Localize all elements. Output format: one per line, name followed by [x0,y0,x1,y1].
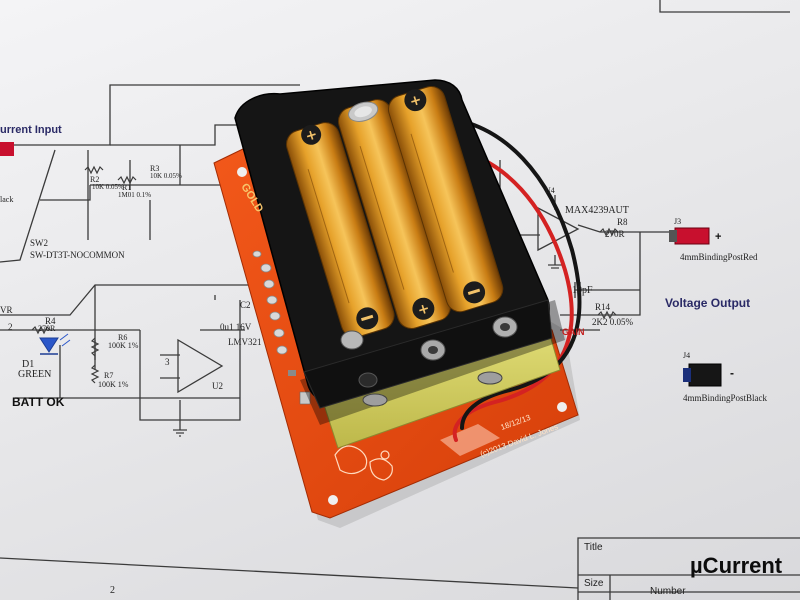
r8-value: 270R [605,229,625,239]
svg-text:+: + [416,300,432,319]
battery-middle: + [337,99,451,329]
lmv321-label: LMV321 [228,337,262,347]
r14-label: R14 [595,302,611,312]
pcb-mount-hole [557,402,567,412]
pin-three-label: 3 [165,357,170,367]
max4239-label: MAX4239AUT [565,205,629,216]
schematic-opamp-u4 [537,206,580,252]
svg-text:+: + [408,92,424,111]
u4-label: U4 [545,186,555,195]
pcb-silkscreen-art [334,445,393,481]
schematic-resistors [31,165,619,384]
schematic-opamp-u2 [177,338,224,394]
j3-label: J3 [674,217,682,226]
input-terminal-symbol [0,142,14,156]
r4-label: R4 [45,316,56,326]
j4-sign: - [730,366,734,380]
title-block-number-label: Number [650,586,686,597]
wire-black [443,116,582,430]
c10pf-label: 10pF [572,285,593,296]
r1-label: R1 [122,183,132,192]
j3-sign: + [715,231,722,243]
r7-label: R7 [104,371,114,380]
gain-label: GAIN [562,327,585,337]
r3-value: 10K 0.05% [150,172,182,180]
pcb-logo-block [440,424,500,456]
pcb-mount-hole [237,167,247,177]
schematic-led-d1 [39,333,71,355]
holder-terminals [340,316,518,407]
r6-label: R6 [118,333,128,342]
current-input-heading: urrent Input [0,124,62,136]
binding-post-red-stud [669,230,677,242]
j3-part: 4mmBindingPostRed [680,252,758,262]
battery-right: + [387,86,504,313]
u2-label: U2 [212,381,223,391]
r14-value: 2K2 0.05% [592,317,633,327]
c2-label: C2 [240,300,251,310]
binding-post-black-symbol [688,363,722,387]
batt-ok-label: BATT OK [12,395,65,409]
wire-red [452,148,574,442]
title-block-title-label: Title [584,542,603,553]
pcb-smd-component [288,370,296,376]
d1-value: GREEN [18,369,52,380]
r7-value: 100K 1% [98,380,129,389]
r2-value: 10K 0.05% [92,183,124,191]
svg-text:+: + [304,126,320,145]
title-block-size-label: Size [584,578,604,589]
pcb-mount-hole [328,495,338,505]
d1-label: D1 [22,359,35,370]
r3-label: R3 [150,164,160,173]
binding-post-black-stud [683,368,691,382]
ground-symbols [173,264,562,437]
j4-label: J4 [683,351,691,360]
voltage-output-heading: Voltage Output [665,296,751,310]
j4-part: 4mmBindingPostBlack [683,393,768,403]
r1-value: 1M01 0.1% [118,191,152,199]
pcb-header-pads [252,250,288,355]
r4-value: 270R [38,324,56,333]
r6-value: 100K 1% [108,341,139,350]
pin-two-label: 2 [8,322,13,332]
r2-label: R2 [90,175,100,184]
vr-label: VR [0,305,13,315]
black-fragment: lack [0,195,14,204]
page-column-number: 2 [110,585,115,596]
pcb-smd-component [299,391,311,405]
sw2-label: SW2 [30,238,48,248]
c2-value: 0u1 16V [220,322,252,332]
r8-label: R8 [617,217,628,227]
title-block-title-value: µCurrent [690,553,783,578]
battery-left: + [285,122,395,338]
binding-post-red-symbol [674,227,710,245]
sw2-part: SW-DT3T-NOCOMMON [30,250,125,260]
